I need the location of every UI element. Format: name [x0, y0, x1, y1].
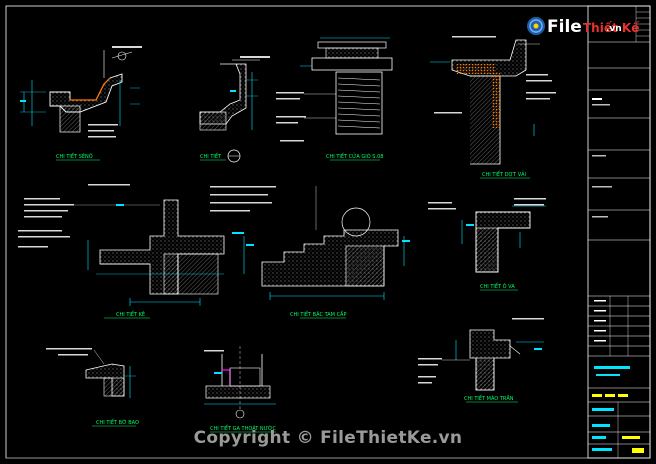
logo-text-vn: .vn: [606, 24, 622, 34]
detail-mao-tran: CHI TIẾT MÁO TRẦN: [418, 318, 544, 403]
detail-ga: CHI TIẾT GA THOÁT NƯỚC: [204, 346, 276, 433]
detail-seno: CHI TIẾT SÊNÔ: [20, 46, 142, 161]
detail-title-mao-tran: CHI TIẾT MÁO TRẦN: [464, 394, 514, 402]
detail-cua-gio: CHI TIẾT CỬA GIÓ S.08: [276, 37, 393, 161]
detail-chitiet-2: CHI TIẾT: [199, 56, 270, 163]
detail-title-bo-bao: CHI TIẾT BỜ BAO: [96, 418, 139, 426]
detail-title-ke: CHI TIẾT KÊ: [116, 310, 145, 318]
detail-title-o-va: CHI TIẾT Ô VA: [480, 282, 515, 290]
detail-o-va: CHI TIẾT Ô VA: [428, 198, 546, 291]
detail-title-bac-tam-cap: CHI TIẾT BẬC TAM CẤP: [290, 310, 347, 318]
dimension-ticks: [20, 90, 542, 374]
detail-title-chitiet-2: CHI TIẾT: [200, 152, 222, 160]
detail-title-cua-gio: CHI TIẾT CỬA GIÓ S.08: [326, 152, 383, 160]
logo-text-file: File: [547, 17, 582, 37]
detail-bo-bao: CHI TIẾT BỜ BAO: [46, 348, 139, 427]
logo-text-thietke: Thiết Kế: [583, 21, 640, 35]
detail-title-dot-vai: CHI TIẾT DỢT VẢI: [482, 170, 526, 178]
detail-title-ga: CHI TIẾT GA THOÁT NƯỚC: [210, 424, 276, 432]
detail-bac-tam-cap: CHI TIẾT BẬC TAM CẤP: [210, 186, 405, 319]
detail-title-seno: CHI TIẾT SÊNÔ: [56, 152, 93, 160]
drawing-border: [5, 5, 651, 459]
copyright-watermark: Copyright © FileThietKe.vn: [193, 428, 463, 448]
filethietke-logo: File Thiết Kế .vn: [527, 17, 640, 37]
title-block: [587, 5, 651, 459]
detail-dot-vai: CHI TIẾT DỢT VẢI: [430, 36, 556, 179]
detail-ke: CHI TIẾT KÊ: [18, 184, 225, 319]
